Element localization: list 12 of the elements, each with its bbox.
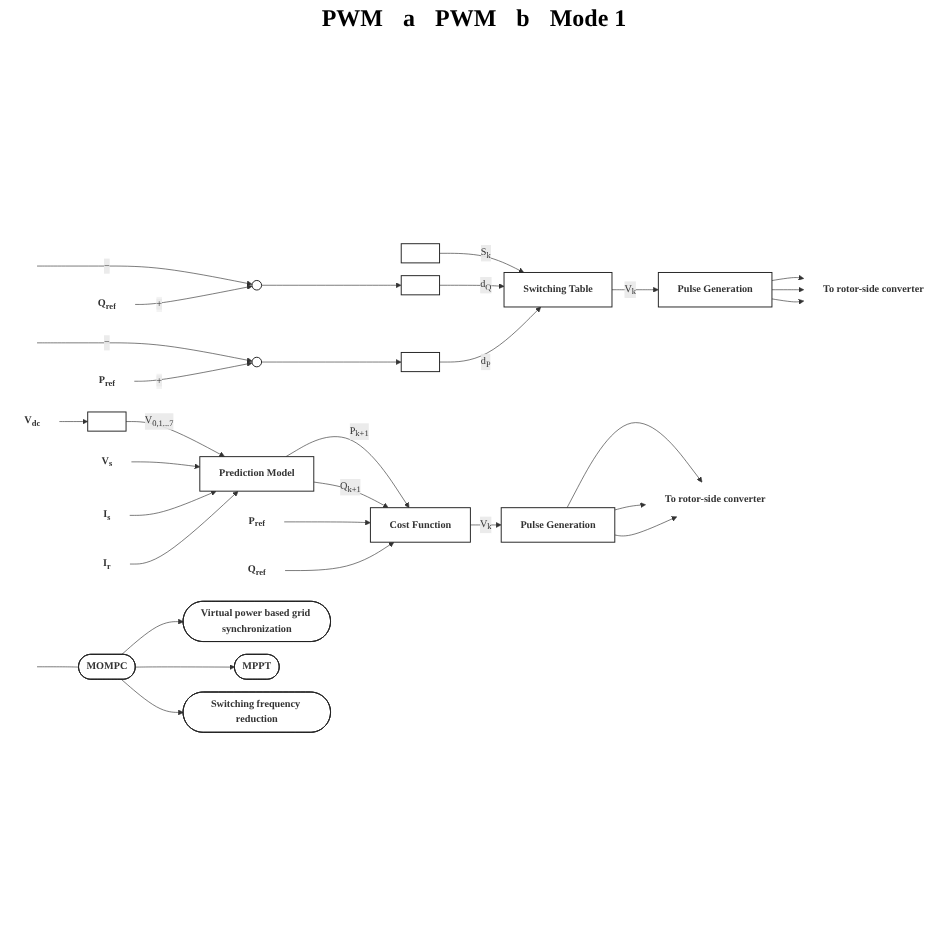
node-box [400,351,441,373]
line [36,666,80,668]
text-label: PWM [321,3,383,33]
panel-letter: b [516,3,530,33]
text-label: Mode 1 [549,3,627,33]
node-box [400,243,441,264]
text-label: PWM [434,3,497,33]
node-box [400,275,441,296]
node-box [87,411,127,432]
node-circle [251,356,263,368]
node-circle [251,279,263,291]
panel-letter: a [402,3,415,33]
